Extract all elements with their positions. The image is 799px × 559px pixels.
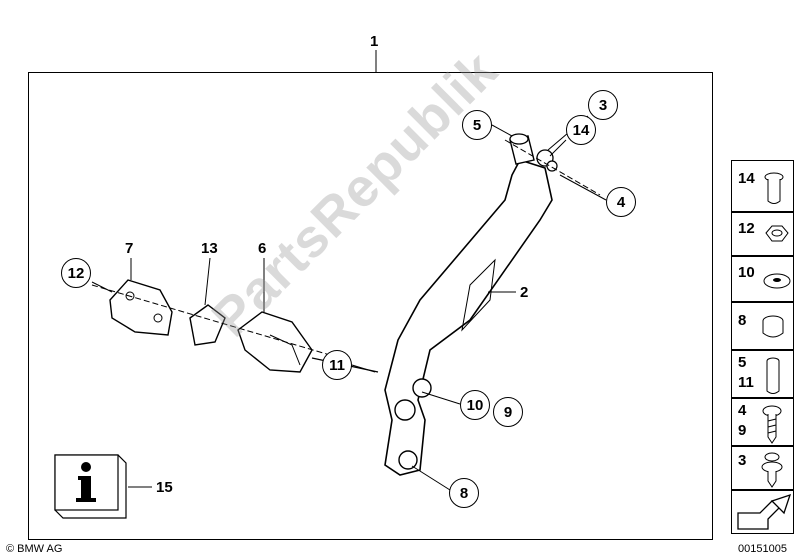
copyright-text: © BMW AG <box>6 543 63 555</box>
arrow-icon <box>737 493 792 530</box>
diagram-frame <box>28 72 713 540</box>
screw-icon <box>762 405 782 444</box>
label-6: 6 <box>258 240 267 257</box>
label-15: 15 <box>156 479 173 496</box>
legend-item-8: 8 <box>731 302 794 350</box>
legend-item-arrow <box>731 490 794 534</box>
legend-number: 12 <box>738 220 755 237</box>
info-book-icon <box>54 454 127 519</box>
callout-12: 12 <box>61 258 91 288</box>
legend-number: 4 <box>738 402 747 419</box>
callout-4: 4 <box>606 187 636 217</box>
brake-pedal-lever <box>384 159 553 476</box>
label-13: 13 <box>201 240 218 257</box>
legend-number: 5 <box>738 354 747 371</box>
legend-number: 11 <box>738 374 754 391</box>
legend-number: 10 <box>738 264 755 281</box>
callout-3: 3 <box>588 90 618 120</box>
legend-number: 3 <box>738 452 747 469</box>
label-7: 7 <box>125 240 134 257</box>
diagram-id: 00151005 <box>738 543 787 555</box>
legend-item-4-9: 4 9 <box>731 398 794 446</box>
legend-item-5-11: 5 11 <box>731 350 794 398</box>
sleeve-icon <box>764 172 784 204</box>
bushing-icon <box>762 315 784 338</box>
legend-number: 14 <box>738 170 755 187</box>
legend-item-3: 3 <box>731 446 794 490</box>
callout-5: 5 <box>462 110 492 140</box>
legend-item-14: 14 <box>731 160 794 212</box>
washer-icon <box>763 273 791 289</box>
legend-number: 9 <box>738 422 747 439</box>
nut-icon <box>765 225 789 242</box>
callout-9: 9 <box>493 397 523 427</box>
callout-14: 14 <box>566 115 596 145</box>
legend-item-10: 10 <box>731 256 794 302</box>
collar-screw-icon <box>761 452 783 488</box>
legend-item-12: 12 <box>731 212 794 256</box>
callout-11: 11 <box>322 350 352 380</box>
label-2: 2 <box>520 284 529 301</box>
callout-10: 10 <box>460 390 490 420</box>
callout-8: 8 <box>449 478 479 508</box>
legend-number: 8 <box>738 312 747 329</box>
bolt-icon <box>766 357 780 394</box>
label-1: 1 <box>370 33 379 50</box>
